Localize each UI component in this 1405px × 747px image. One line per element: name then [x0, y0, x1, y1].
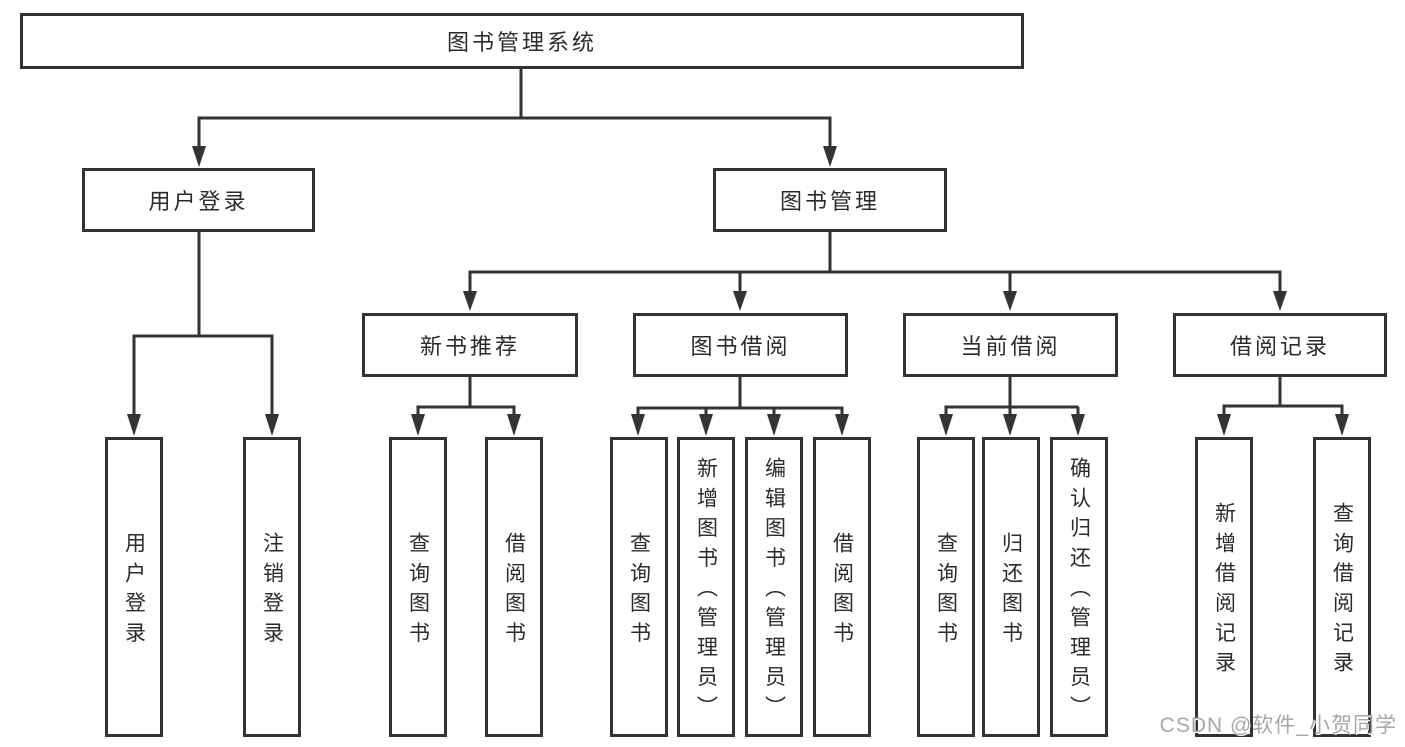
- node-leaf-confirm-return-admin: 确认归还（管理员）: [1050, 437, 1108, 737]
- node-leaf-return-books: 归还图书: [982, 437, 1040, 737]
- branch-root: [192, 69, 837, 167]
- node-current-borrowing: 当前借阅: [903, 313, 1118, 377]
- node-root: 图书管理系统: [20, 13, 1024, 69]
- leaf-label: 借阅图书: [502, 531, 526, 652]
- node-borrowing-records: 借阅记录: [1173, 313, 1387, 377]
- branch-book-mgmt: [463, 232, 1287, 311]
- leaf-label: 借阅图书: [830, 531, 854, 652]
- csdn-watermark: CSDN @软件_小贺同学: [1159, 714, 1397, 737]
- leaf-label: 注销登录: [260, 531, 284, 652]
- leaf-label: 编辑图书（管理员）: [762, 457, 786, 726]
- leaf-label: 查询借阅记录: [1330, 501, 1354, 681]
- leaf-label: 归还图书: [999, 531, 1023, 652]
- node-leaf-borrow-books-2: 借阅图书: [813, 437, 871, 737]
- node-leaf-query-borrow-record: 查询借阅记录: [1313, 437, 1371, 737]
- node-user-login: 用户登录: [82, 168, 315, 232]
- node-book-borrowing: 图书借阅: [633, 313, 848, 377]
- node-leaf-query-books-2: 查询图书: [610, 437, 668, 737]
- node-leaf-user-login: 用户登录: [105, 437, 163, 737]
- node-leaf-query-books-1: 查询图书: [389, 437, 447, 737]
- leaf-label: 查询图书: [406, 531, 430, 652]
- node-leaf-add-books-admin: 新增图书（管理员）: [677, 437, 735, 737]
- branch-current-borrow: [939, 377, 1085, 436]
- branch-user-login: [127, 232, 279, 436]
- branch-book-borrow: [631, 377, 849, 436]
- leaf-label: 新增借阅记录: [1212, 501, 1236, 681]
- node-leaf-borrow-books-1: 借阅图书: [485, 437, 543, 737]
- leaf-label: 确认归还（管理员）: [1067, 457, 1091, 726]
- leaf-label: 新增图书（管理员）: [694, 457, 718, 726]
- branch-new-book-rec: [411, 377, 521, 436]
- node-leaf-query-books-3: 查询图书: [917, 437, 975, 737]
- node-book-management: 图书管理: [713, 168, 947, 232]
- node-leaf-edit-books-admin: 编辑图书（管理员）: [745, 437, 803, 737]
- branch-borrow-records: [1217, 377, 1349, 436]
- node-leaf-logout: 注销登录: [243, 437, 301, 737]
- leaf-label: 用户登录: [122, 531, 146, 652]
- node-new-book-recommend: 新书推荐: [362, 313, 578, 377]
- leaf-label: 查询图书: [934, 531, 958, 652]
- leaf-label: 查询图书: [627, 531, 651, 652]
- node-leaf-add-borrow-record: 新增借阅记录: [1195, 437, 1253, 737]
